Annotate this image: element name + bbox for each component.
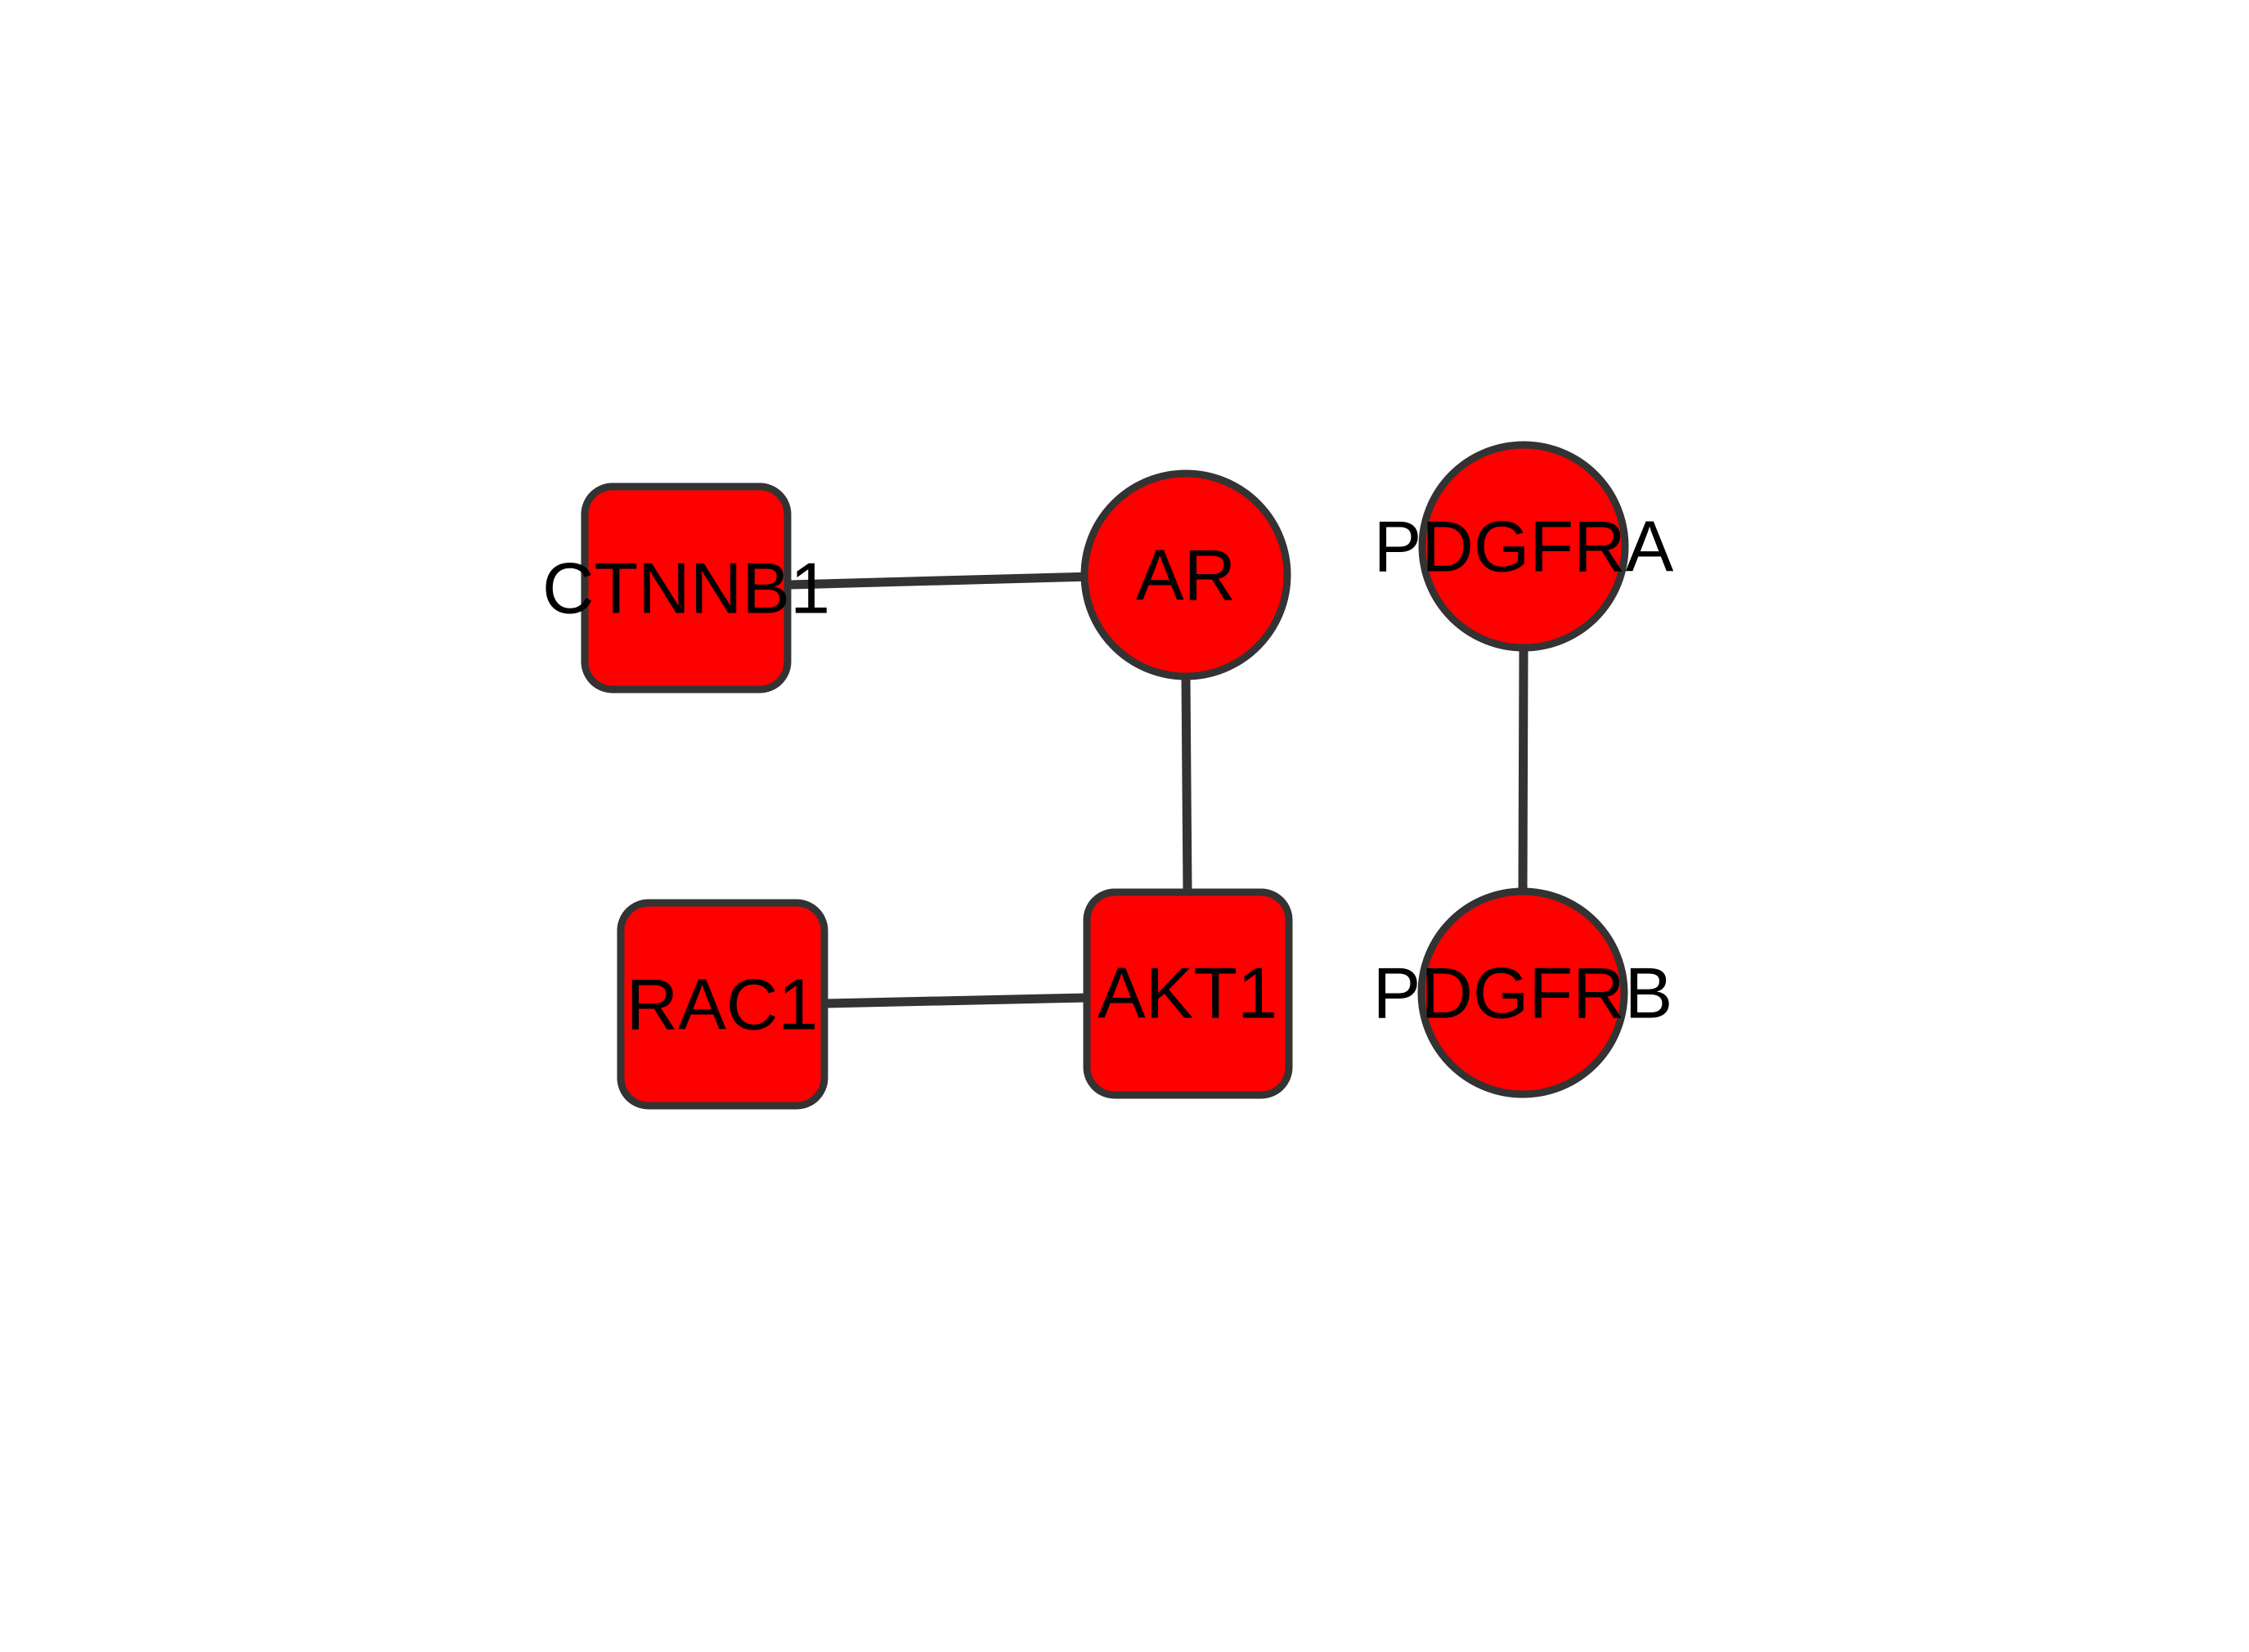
node-akt1-label: AKT1: [1098, 953, 1277, 1034]
node-ctnnb1[interactable]: CTNNB1: [542, 483, 830, 694]
edge-ctnnb1-ar: [788, 572, 1093, 590]
node-rac1-shape: [617, 899, 828, 1110]
edges: [788, 572, 1529, 1008]
nodes: CTNNB1 AR PDGFRA RAC1 AKT1 PDGFRB: [542, 441, 1674, 1110]
node-pdgfrb[interactable]: PDGFRB: [1373, 887, 1673, 1098]
node-ctnnb1-label: CTNNB1: [542, 548, 830, 629]
node-akt1-shape: [1083, 888, 1293, 1099]
node-ctnnb1-shape: [581, 483, 792, 694]
node-pdgfra[interactable]: PDGFRA: [1374, 441, 1674, 652]
node-pdgfrb-label: PDGFRB: [1373, 953, 1673, 1034]
node-pdgfra-label: PDGFRA: [1374, 506, 1674, 587]
node-pdgfrb-shape: [1417, 887, 1628, 1098]
edge-pdgfra-pdgfrb: [1518, 650, 1529, 892]
node-ar[interactable]: AR: [1080, 469, 1291, 680]
node-pdgfra-shape: [1418, 441, 1629, 652]
node-akt1[interactable]: AKT1: [1083, 888, 1293, 1099]
edge-ar-akt1: [1181, 676, 1192, 893]
node-rac1[interactable]: RAC1: [617, 899, 828, 1110]
node-rac1-label: RAC1: [626, 964, 819, 1045]
node-ar-label: AR: [1136, 535, 1236, 616]
node-ar-shape: [1080, 469, 1291, 680]
edge-rac1-akt1: [825, 993, 1088, 1008]
